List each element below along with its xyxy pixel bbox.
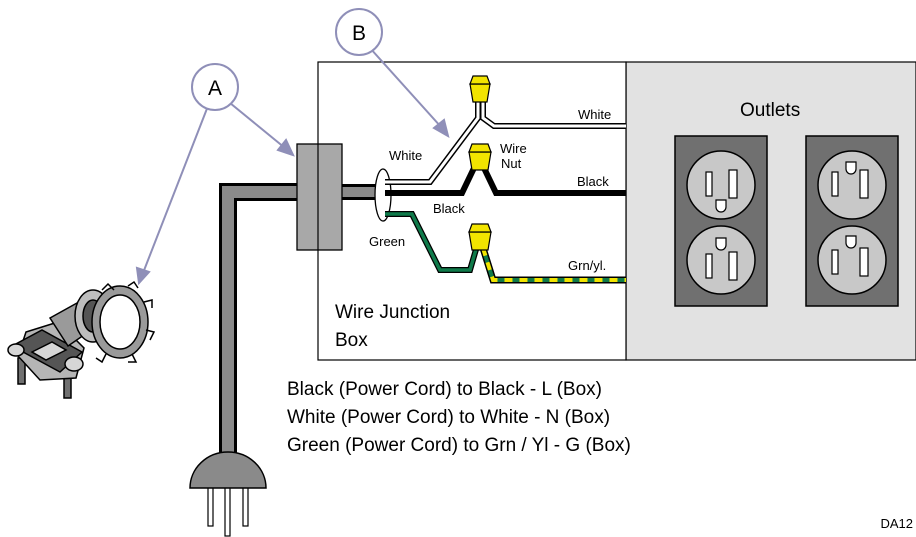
callout-a: A (191, 63, 239, 111)
callout-lines (135, 47, 450, 286)
instruction-1: Black (Power Cord) to Black - L (Box) (287, 379, 602, 400)
label-black-in: Black (433, 201, 465, 216)
green-yellow-wire (479, 246, 626, 284)
cord-clamp (296, 143, 343, 251)
svg-text:A: A (208, 77, 222, 100)
instruction-2: White (Power Cord) to White - N (Box) (287, 407, 610, 428)
white-wire (385, 100, 626, 185)
wire-nut-white (469, 75, 491, 103)
outlet-2 (805, 135, 899, 307)
outlet-1-socket-top (686, 150, 756, 220)
green-wire (385, 211, 480, 273)
power-plug (189, 451, 267, 537)
svg-text:B: B (352, 22, 366, 45)
cable-connector-icon (7, 280, 156, 399)
power-cord (219, 183, 382, 460)
wire-nut-black (468, 143, 492, 171)
callout-b: B (335, 8, 383, 56)
junction-box (317, 61, 627, 361)
label-wire-nut-1: Wire (500, 141, 527, 156)
figure-id: DA12 (880, 516, 913, 531)
outlet-2-socket-top (817, 150, 887, 220)
outlet-1 (674, 135, 768, 307)
junction-box-title-1: Wire Junction (335, 302, 450, 323)
black-wire (385, 166, 626, 196)
label-white-out: White (578, 107, 611, 122)
label-black-out: Black (577, 174, 609, 189)
outlet-1-socket-bottom (686, 225, 756, 295)
junction-box-title-2: Box (335, 330, 368, 351)
wire-nut-ground (468, 223, 492, 251)
outlets-title: Outlets (740, 100, 800, 121)
label-green-in: Green (369, 234, 405, 249)
outlet-2-socket-bottom (817, 225, 887, 295)
label-wire-nut-2: Nut (501, 156, 522, 171)
label-white-in: White (389, 148, 422, 163)
label-grnyl-out: Grn/yl. (568, 258, 606, 273)
instruction-3: Green (Power Cord) to Grn / Yl - G (Box) (287, 435, 631, 456)
